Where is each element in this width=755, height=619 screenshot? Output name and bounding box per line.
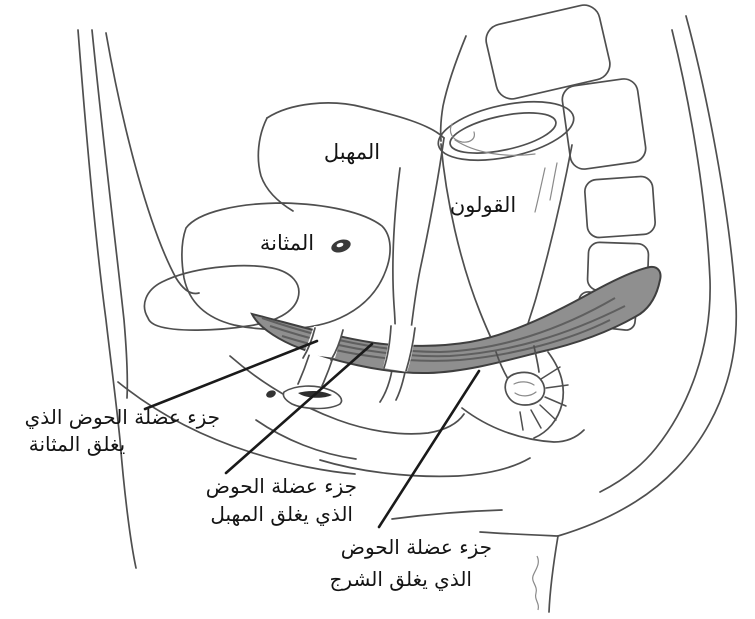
posterior-pelvis-outline (479, 15, 738, 613)
label-bladder: المثانة (259, 231, 315, 255)
colon-left-wall (440, 143, 495, 345)
sacral-promontory-line (439, 35, 467, 142)
colon-opening-outer-rim (437, 100, 575, 162)
bladder-outline (181, 202, 391, 331)
label-muscle-bladder-part-line2: يغلق المثانة (28, 432, 126, 456)
uterus-left-outline (257, 117, 294, 212)
label-muscle-vagina-part-line2: الذي يغلق المهبل (210, 502, 353, 526)
label-vagina: المهبل (323, 140, 381, 164)
anus-shape (495, 345, 569, 439)
label-muscle-anus-part-line2: الذي يغلق الشرج (329, 567, 472, 591)
label-muscle-bladder-part-line1: جزء عضلة الحوض الذي (24, 405, 220, 429)
label-muscle-vagina-part-line1: جزء عضلة الحوض (205, 474, 357, 498)
anus-radiating-lines (519, 366, 569, 431)
leader-line-anus-part (377, 369, 481, 529)
anus-opening (504, 371, 546, 406)
label-colon: القولون (449, 193, 517, 217)
leader-line-vagina-part (224, 342, 374, 475)
vertebra-block-2 (561, 78, 647, 170)
uterus-top-outline (266, 102, 445, 139)
urethral-meatus-dot (266, 390, 276, 398)
leader-line-bladder-part (143, 339, 319, 411)
leader-lines (143, 339, 481, 529)
artist-signature (532, 555, 540, 611)
vertebra-block-3 (584, 175, 656, 239)
vertebra-block-1 (485, 4, 611, 100)
colon-right-wall (525, 144, 573, 332)
colon-opening-inner-rim (449, 112, 557, 154)
label-muscle-anus-part-line1: جزء عضلة الحوض (340, 535, 492, 559)
muscle-openings (302, 324, 416, 372)
muscle-band (250, 265, 662, 375)
pelvic-floor-muscle-shape (250, 265, 662, 375)
pubic-bone-shape (143, 264, 300, 331)
vagina-right-wall (395, 137, 445, 401)
colon-shape (437, 100, 575, 345)
